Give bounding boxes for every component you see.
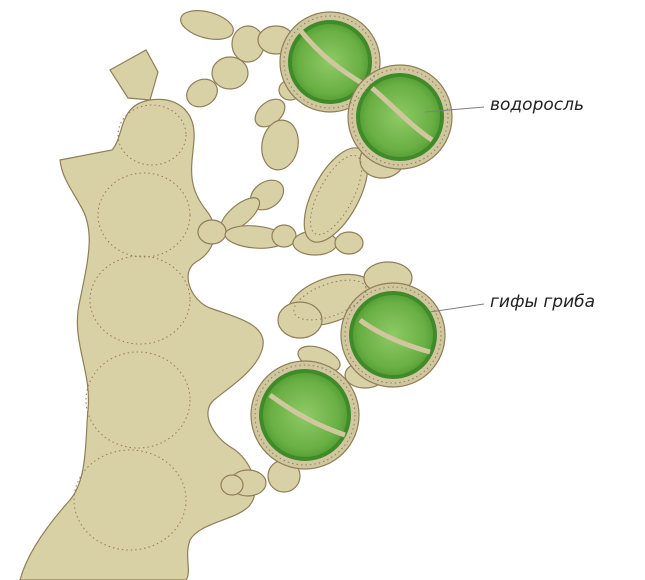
fungal-trunk: [20, 50, 263, 580]
label-alga: водоросль: [490, 95, 584, 115]
alga-cell-2: [348, 65, 452, 169]
alga-cell-3: [341, 283, 445, 387]
alga-cell-4: [251, 361, 359, 469]
label-hyphae: гифы гриба: [490, 292, 595, 312]
